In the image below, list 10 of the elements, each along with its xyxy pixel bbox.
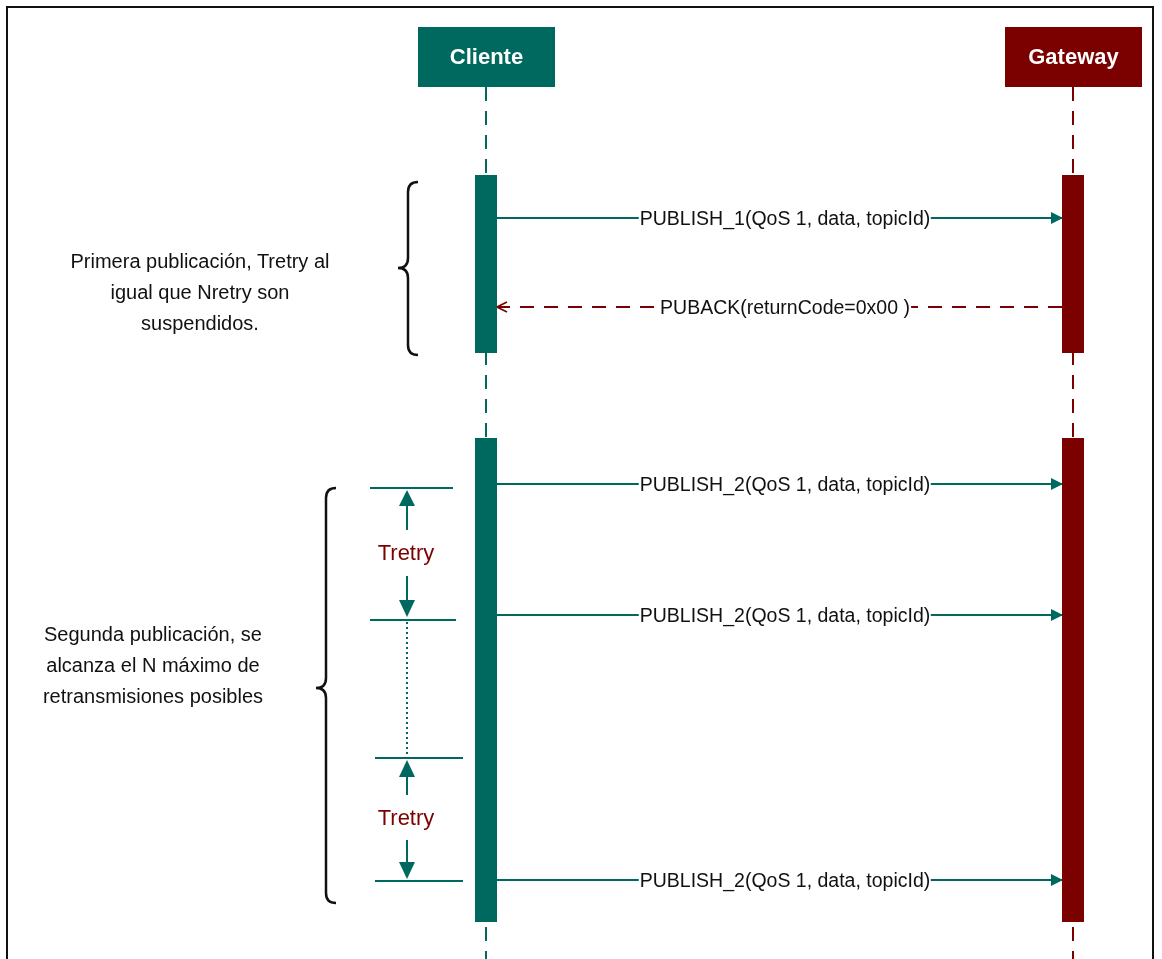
lifeline-header: Cliente	[418, 27, 555, 87]
lifeline-header: Gateway	[1005, 27, 1142, 87]
activation-bar	[475, 175, 497, 353]
activation-bar	[475, 438, 497, 922]
activation-bar	[1062, 175, 1084, 353]
activation-bar	[1062, 438, 1084, 922]
dimension-label: Tretry	[377, 540, 435, 566]
note-text: Primera publicación, Tretry al igual que Nretry son suspendidos.	[69, 249, 331, 336]
note-text: Segunda publicación, se alcanza el N máximo de retransmisiones posibles	[41, 622, 265, 709]
dimension-label: Tretry	[377, 805, 435, 831]
